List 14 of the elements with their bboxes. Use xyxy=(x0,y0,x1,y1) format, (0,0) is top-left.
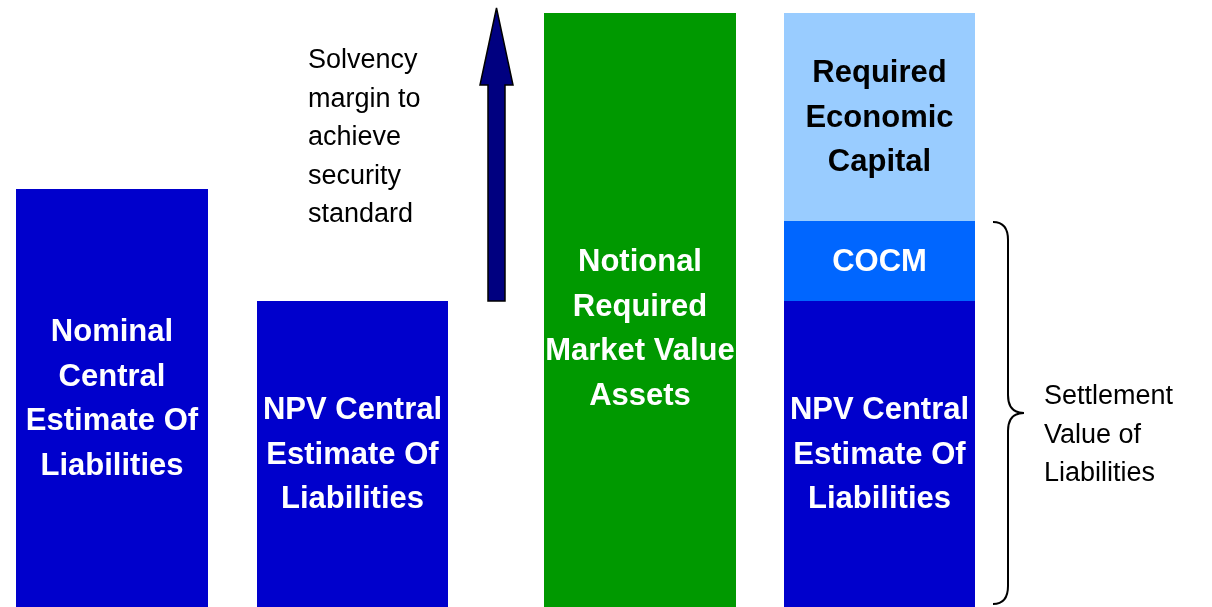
bar-block xyxy=(784,13,975,221)
bar-block xyxy=(784,301,975,607)
bar-block xyxy=(16,189,208,607)
bar-label: Notional Required Market Value Assets xyxy=(544,242,736,414)
bar-block xyxy=(257,301,448,607)
annotation-text: Solvency margin to achieve security standard xyxy=(308,43,422,230)
bar-label: NPV Central Estimate Of Liabilities xyxy=(788,390,971,518)
bar-label: COCM xyxy=(832,241,927,280)
bar-label: Required Economic Capital xyxy=(804,53,955,181)
bar-block xyxy=(784,221,975,301)
bar-label: Nominal Central Estimate Of Liabilities xyxy=(24,312,200,484)
annotation-text: Settlement Value of Liabilities xyxy=(1044,379,1175,489)
bar-block xyxy=(544,13,736,607)
bar-label: NPV Central Estimate Of Liabilities xyxy=(261,390,444,518)
